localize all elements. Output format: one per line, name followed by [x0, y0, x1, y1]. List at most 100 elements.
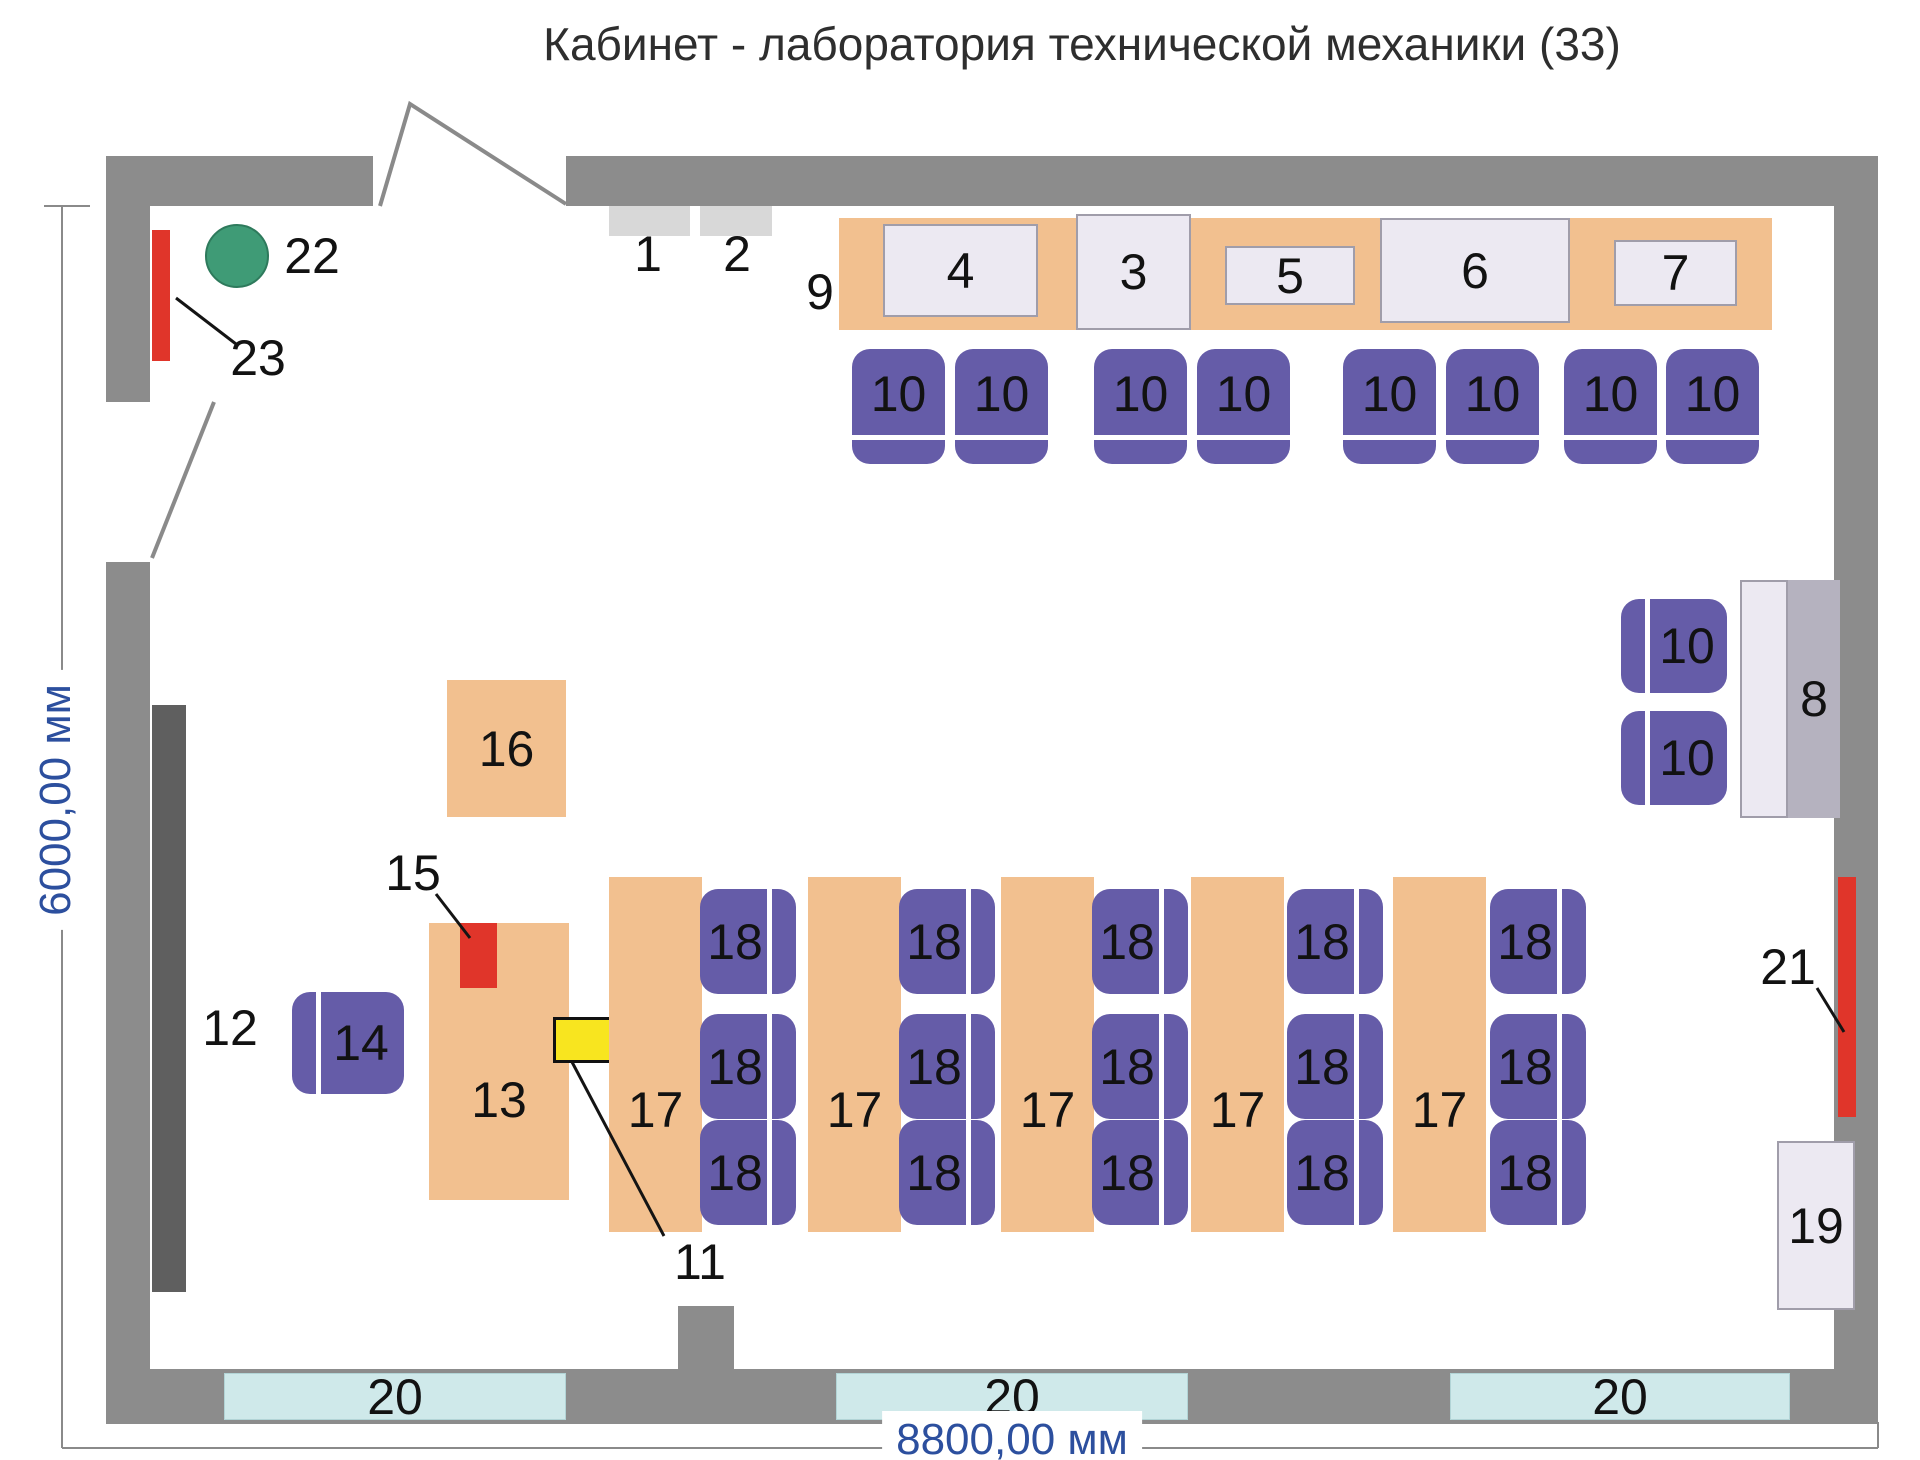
- chair-label: 18: [707, 1038, 763, 1095]
- counter-chair: 10: [1564, 349, 1657, 464]
- chair-label: 10: [1659, 730, 1715, 786]
- chair-label: 18: [906, 1144, 962, 1201]
- student-chair: 18: [1092, 1014, 1188, 1119]
- device-3: 3: [1076, 214, 1191, 330]
- teacher-desk-13: 13: [429, 923, 569, 1200]
- student-chair: 18: [899, 1120, 995, 1225]
- student-desk: 17: [1393, 877, 1486, 1232]
- door-swing-left: [150, 401, 216, 559]
- window-3: 20: [1450, 1368, 1790, 1425]
- chair-label: 18: [707, 913, 763, 970]
- window-1: 20: [224, 1368, 566, 1425]
- chair-label: 10: [870, 365, 927, 422]
- label-12: 12: [202, 1000, 258, 1056]
- device-6: 6: [1380, 218, 1570, 323]
- desk-label: 13: [471, 1072, 527, 1128]
- device-4: 4: [883, 224, 1038, 317]
- label-21: 21: [1760, 939, 1816, 995]
- student-chair: 18: [1490, 1014, 1586, 1119]
- chair-label: 18: [1294, 1038, 1350, 1095]
- desk-label: 17: [1209, 1082, 1266, 1138]
- workbench-8: 8: [1740, 580, 1840, 818]
- desk-label: 17: [1411, 1082, 1468, 1138]
- wall-pillar: [678, 1306, 734, 1369]
- label-2: 2: [723, 226, 751, 282]
- workbench-chair: 10: [1621, 599, 1727, 693]
- device-7: 7: [1614, 240, 1737, 306]
- student-desk: 17: [1191, 877, 1284, 1232]
- leader-line-23: [175, 296, 237, 346]
- window-label: 20: [1592, 1368, 1648, 1425]
- device-label: 6: [1461, 242, 1489, 299]
- cabinet-label: 19: [1788, 1197, 1844, 1254]
- student-chair: 18: [700, 1014, 796, 1119]
- window-label: 20: [367, 1368, 423, 1425]
- student-desk: 17: [808, 877, 901, 1232]
- desk-label: 17: [1019, 1082, 1076, 1138]
- student-chair: 18: [1287, 1120, 1383, 1225]
- student-chair: 18: [700, 1120, 796, 1225]
- counter-chair: 10: [955, 349, 1048, 464]
- item-15: [460, 923, 497, 988]
- chalkboard-12: [152, 705, 186, 1292]
- chair-label: 10: [1112, 365, 1169, 422]
- student-chair: 18: [899, 889, 995, 994]
- item-1: [609, 206, 690, 236]
- workbench-8-body: 8: [1788, 580, 1840, 818]
- student-chair: 18: [1287, 889, 1383, 994]
- device-label: 4: [946, 242, 975, 299]
- label-11: 11: [674, 1234, 726, 1290]
- teacher-chair-14: 14: [292, 992, 404, 1094]
- device-label: 3: [1119, 244, 1148, 300]
- label-22: 22: [284, 228, 340, 284]
- chair-label: 14: [333, 1015, 389, 1071]
- student-desk: 17: [1001, 877, 1094, 1232]
- student-chair: 18: [1092, 1120, 1188, 1225]
- chair-label: 10: [973, 365, 1030, 422]
- label-1: 1: [634, 226, 662, 282]
- chair-label: 18: [1294, 1144, 1350, 1201]
- chair-label: 10: [1659, 618, 1715, 674]
- wall-left-upper: [106, 156, 150, 402]
- chair-label: 10: [1361, 365, 1418, 422]
- chair-label: 18: [1497, 913, 1553, 970]
- label-23: 23: [230, 330, 286, 386]
- item-2: [700, 206, 772, 236]
- student-chair: 18: [1490, 889, 1586, 994]
- dimension-width-label: 8800,00 мм: [882, 1411, 1142, 1460]
- counter-chair: 10: [1446, 349, 1539, 464]
- item-23: [152, 230, 170, 361]
- chair-label: 18: [707, 1144, 763, 1201]
- student-chair: 18: [700, 889, 796, 994]
- chair-label: 18: [906, 913, 962, 970]
- table-label: 16: [478, 720, 535, 777]
- chair-label: 18: [1099, 1038, 1155, 1095]
- desk-label: 17: [826, 1082, 883, 1138]
- wall-top-left: [106, 156, 373, 206]
- workbench-chair: 10: [1621, 711, 1727, 805]
- student-desk: 17: [609, 877, 702, 1232]
- counter-chair: 10: [1094, 349, 1187, 464]
- chair-label: 10: [1582, 365, 1639, 422]
- device-label: 7: [1661, 245, 1690, 301]
- door-swing-top: [378, 100, 568, 207]
- label-9: 9: [806, 264, 834, 320]
- device-label: 5: [1276, 247, 1304, 304]
- counter-chair: 10: [852, 349, 945, 464]
- desk-label: 17: [627, 1082, 684, 1138]
- student-chair: 18: [1092, 889, 1188, 994]
- cabinet-19: 19: [1777, 1141, 1855, 1310]
- device-5: 5: [1225, 246, 1355, 305]
- chair-label: 10: [1464, 365, 1521, 422]
- counter-chair: 10: [1197, 349, 1290, 464]
- student-chair: 18: [1287, 1014, 1383, 1119]
- plan-title: Кабинет - лаборатория технической механи…: [543, 18, 1621, 70]
- dimension-height-label: 6000,00 мм: [27, 670, 85, 930]
- label-15: 15: [385, 845, 441, 901]
- item-21: [1838, 877, 1856, 1117]
- chair-label: 18: [1294, 913, 1350, 970]
- wall-top-right: [566, 156, 1878, 206]
- chair-label: 18: [1497, 1038, 1553, 1095]
- chair-label: 18: [1099, 1144, 1155, 1201]
